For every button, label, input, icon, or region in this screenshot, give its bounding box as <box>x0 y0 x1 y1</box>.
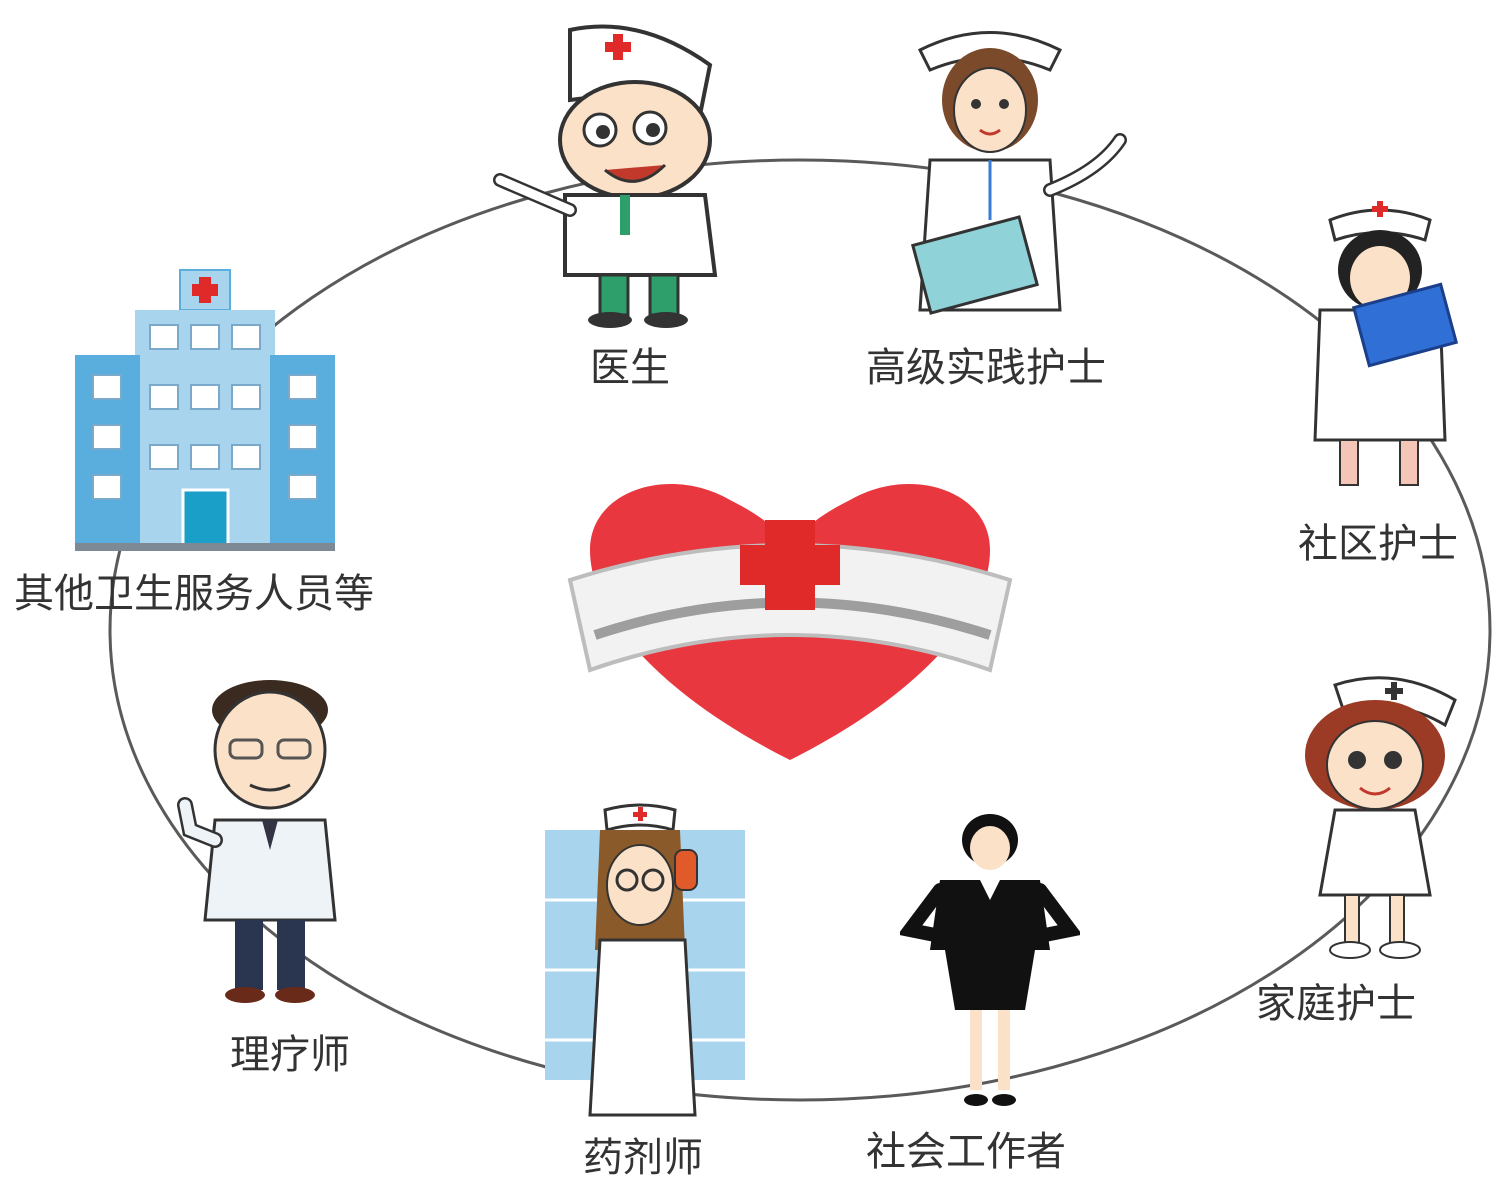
nurse-with-clipboard-icon <box>910 31 1127 315</box>
role-label-advanced-practice-nurse: 高级实践护士 <box>866 345 1106 391</box>
community-nurse-icon <box>1313 201 1459 486</box>
physiotherapist-icon <box>177 680 337 1003</box>
family-nurse-icon <box>1305 676 1457 959</box>
doctor-icon <box>493 24 718 328</box>
role-label-pharmacist: 药剂师 <box>583 1135 703 1181</box>
role-label-other-health-staff: 其他卫生服务人员等 <box>14 571 374 617</box>
role-label-social-worker: 社会工作者 <box>866 1129 1066 1175</box>
social-worker-icon <box>900 814 1080 1106</box>
role-label-physiotherapist: 理疗师 <box>230 1032 350 1078</box>
role-label-community-nurse: 社区护士 <box>1298 521 1458 567</box>
pharmacist-icon <box>545 803 745 1117</box>
role-label-doctor: 医生 <box>590 345 670 391</box>
role-label-family-nurse: 家庭护士 <box>1256 981 1416 1027</box>
heart-nurse-cap-icon <box>567 484 1013 760</box>
hospital-building-icon <box>75 269 335 551</box>
